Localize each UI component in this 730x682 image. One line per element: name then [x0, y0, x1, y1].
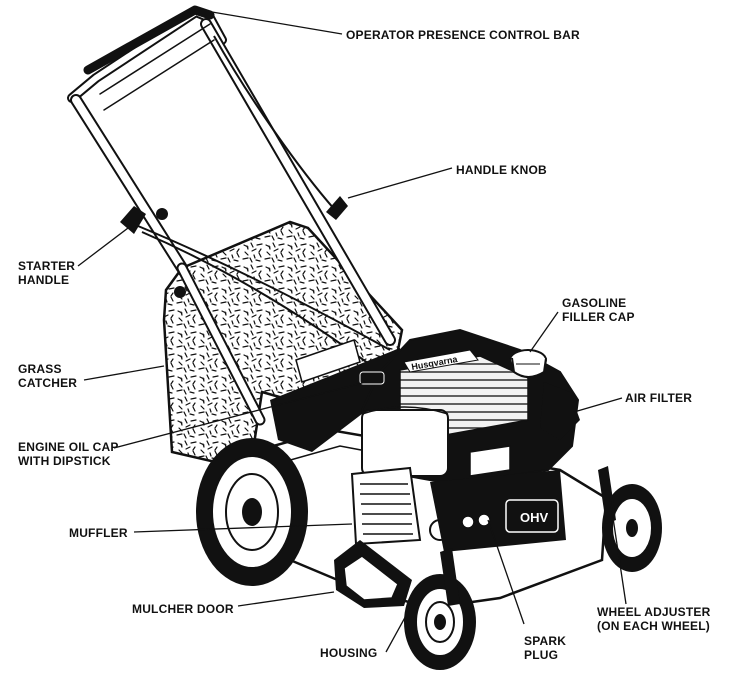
handle-knob — [326, 196, 348, 220]
label-starter-handle-line2: HANDLE — [18, 273, 70, 287]
label-grass-catcher-line1: GRASS — [18, 362, 62, 376]
label-starter-handle-line1: STARTER — [18, 259, 76, 273]
label-wheel-adjuster-line1: WHEEL ADJUSTER — [597, 605, 711, 619]
label-mulcher-door: MULCHER DOOR — [132, 602, 234, 616]
label-grass-catcher-line2: CATCHER — [18, 376, 78, 390]
label-air-filter: AIR FILTER — [625, 391, 693, 405]
label-spark-plug-line2: PLUG — [524, 648, 559, 662]
front-left-wheel — [404, 574, 476, 670]
label-operator-presence-control-bar: OPERATOR PRESENCE CONTROL BAR — [346, 28, 580, 42]
label-engine-oil-cap-line1: ENGINE OIL CAP — [18, 440, 119, 454]
starter-handle — [120, 206, 186, 298]
label-spark-plug-line1: SPARK — [524, 634, 567, 648]
handle — [67, 5, 396, 426]
engine-block: OHV — [430, 470, 566, 552]
gasoline-filler-cap — [509, 349, 547, 378]
ohv-badge: OHV — [520, 510, 549, 525]
label-wheel-adjuster: WHEEL ADJUSTER (ON EACH WHEEL) — [597, 605, 710, 633]
air-filter — [540, 382, 580, 440]
label-housing: HOUSING — [320, 646, 378, 660]
leader-lines — [77, 11, 627, 653]
label-engine-oil-cap: ENGINE OIL CAP WITH DIPSTICK — [18, 440, 119, 468]
label-muffler: MUFFLER — [69, 526, 128, 540]
label-engine-oil-cap-line2: WITH DIPSTICK — [18, 454, 111, 468]
label-spark-plug: SPARK PLUG — [524, 634, 566, 662]
front-right-wheel — [602, 484, 662, 572]
label-gasoline-filler-cap: GASOLINE FILLER CAP — [562, 296, 635, 324]
rear-left-wheel — [196, 438, 308, 586]
engine-oil-cap — [359, 371, 385, 385]
label-wheel-adjuster-line2: (ON EACH WHEEL) — [597, 619, 710, 633]
label-grass-catcher: GRASS CATCHER — [18, 362, 77, 390]
label-gasoline-filler-cap-line2: FILLER CAP — [562, 310, 635, 324]
mulcher-door — [334, 540, 412, 608]
label-starter-handle: STARTER HANDLE — [18, 259, 75, 287]
label-handle-knob: HANDLE KNOB — [456, 163, 547, 177]
label-gasoline-filler-cap-line1: GASOLINE — [562, 296, 627, 310]
